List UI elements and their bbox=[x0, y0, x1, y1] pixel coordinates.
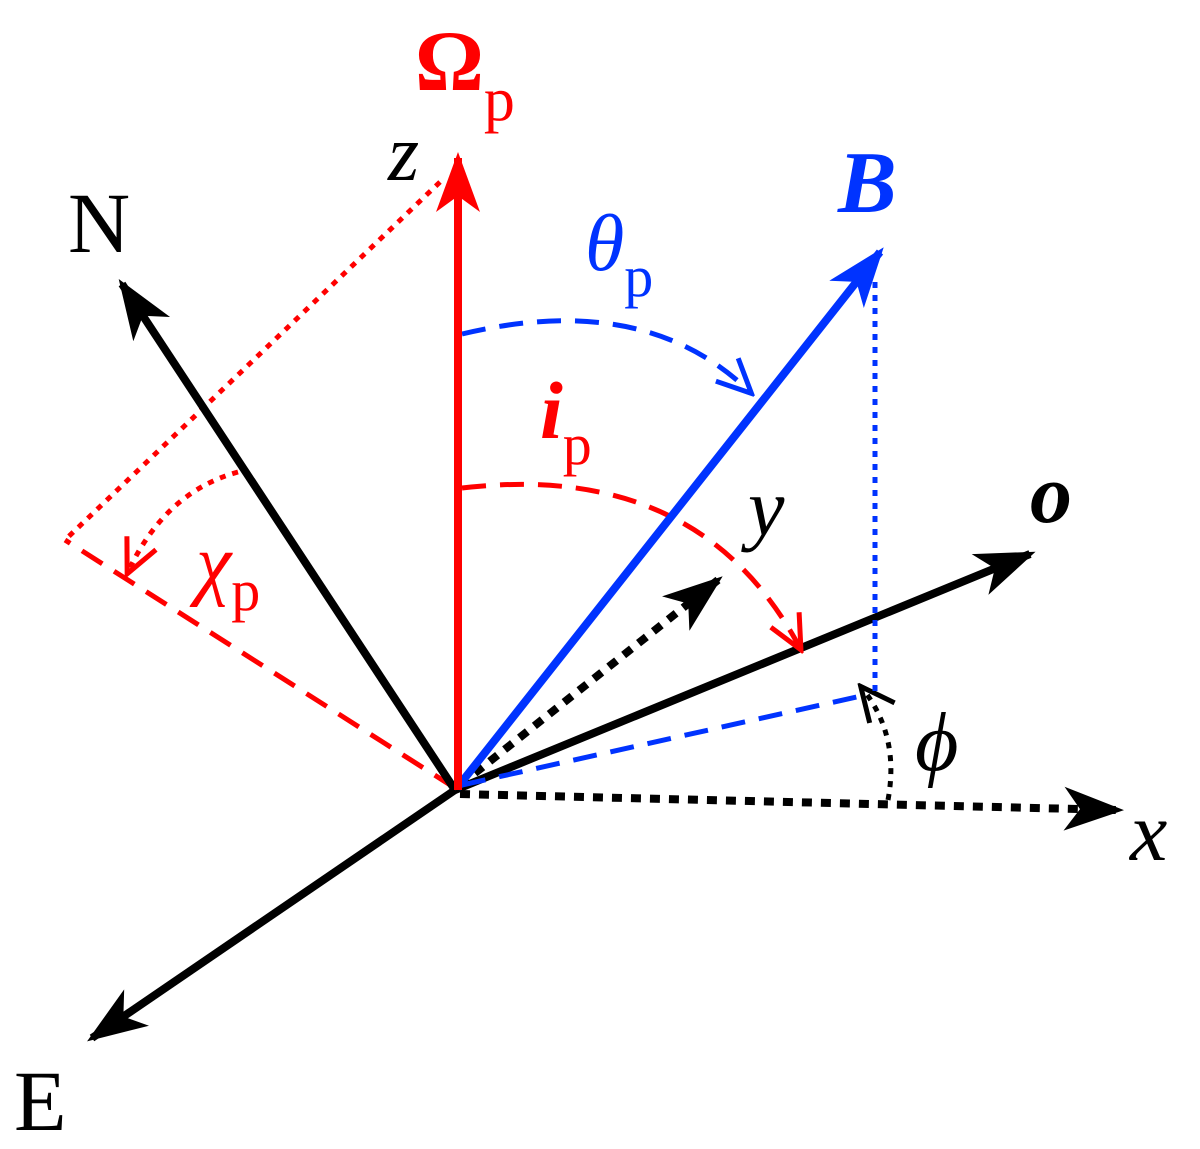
i-sub: p bbox=[563, 412, 592, 477]
b-label: B bbox=[837, 135, 897, 232]
o-label: o bbox=[1030, 448, 1072, 541]
chi-angle-arc bbox=[128, 469, 239, 572]
y-label: y bbox=[741, 462, 785, 553]
e-label: E bbox=[14, 1053, 67, 1149]
chi-label: χp bbox=[189, 520, 260, 623]
n-label: N bbox=[68, 175, 130, 271]
red-dotted-projection-line bbox=[63, 180, 442, 542]
omega-main: Ω bbox=[415, 13, 484, 109]
x-label: x bbox=[1128, 786, 1167, 879]
z-label: z bbox=[387, 110, 419, 198]
red-dashed-sky-line bbox=[63, 537, 457, 791]
theta-label: θp bbox=[585, 200, 653, 309]
i-main: i bbox=[540, 365, 563, 456]
phi-angle-arc bbox=[862, 688, 891, 801]
b-vector-arrow bbox=[453, 247, 884, 791]
phi-label: ϕ bbox=[915, 696, 958, 789]
i-label: ip bbox=[540, 365, 592, 477]
blue-dashed-projection-line bbox=[461, 691, 871, 788]
n-axis-arrow bbox=[118, 278, 459, 793]
i-angle-arc bbox=[461, 481, 800, 648]
theta-main: θ bbox=[585, 200, 624, 288]
o-axis-arrow bbox=[453, 550, 1036, 794]
theta-sub: p bbox=[624, 244, 653, 309]
x-axis-arrow bbox=[459, 786, 1124, 831]
chi-main: χ bbox=[189, 520, 233, 608]
chi-sub: p bbox=[231, 558, 260, 623]
e-axis-arrow bbox=[87, 786, 458, 1042]
omega-sub: p bbox=[484, 66, 515, 134]
theta-angle-arc bbox=[461, 318, 750, 392]
y-axis-arrow bbox=[457, 576, 723, 789]
omega-label: Ωp bbox=[415, 13, 515, 134]
